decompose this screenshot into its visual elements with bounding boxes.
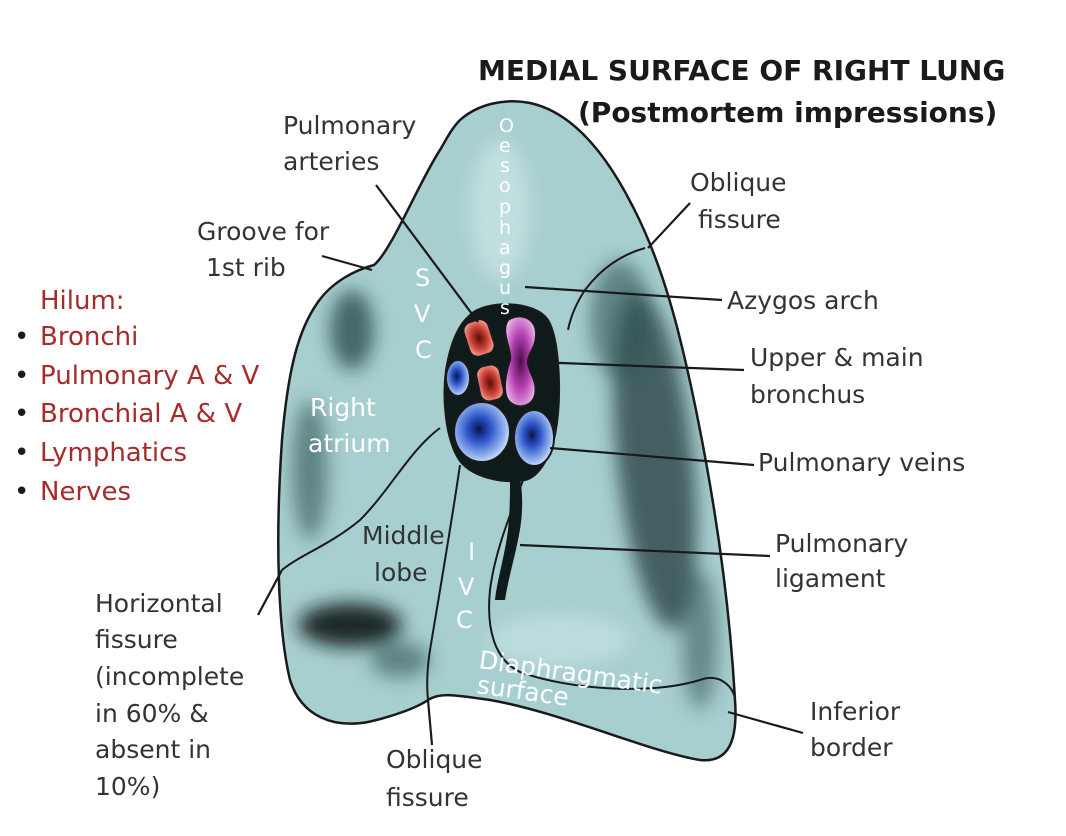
leader-lines — [257, 184, 804, 746]
label-line: ligament — [775, 564, 886, 593]
leader-veins — [549, 446, 755, 467]
bullet-icon: • — [14, 477, 29, 507]
leader-inferior — [727, 710, 804, 735]
letter: C — [415, 336, 432, 364]
pulmonary-artery-1 — [462, 318, 496, 358]
hilum-list: Hilum: • Bronchi • Pulmonary A & V • Bro… — [14, 286, 260, 507]
label-pulmonary-ligament: Pulmonary ligament — [775, 529, 909, 593]
letter: C — [456, 606, 473, 634]
leader-azygos — [524, 285, 723, 302]
bullet-icon: • — [14, 399, 29, 429]
hilum-item: • Nerves — [14, 477, 131, 507]
label-line: border — [810, 733, 893, 762]
letter: I — [468, 538, 475, 566]
bullet-icon: • — [14, 322, 29, 352]
label-line: Groove for — [197, 217, 330, 246]
title-line-2: (Postmortem impressions) — [578, 96, 997, 129]
bullet-icon: • — [14, 361, 29, 391]
leader-horizontal — [257, 569, 283, 616]
label-line: atrium — [308, 429, 391, 458]
hilum-item: • Bronchial A & V — [14, 399, 242, 429]
hilum-item: • Bronchi — [14, 322, 138, 352]
label-svc: S V C — [414, 264, 432, 364]
label-line: 1st rib — [206, 253, 286, 282]
letter: g — [499, 257, 511, 279]
label-line: Horizontal — [95, 589, 223, 618]
letter: s — [500, 297, 510, 319]
label-line: fissure — [95, 625, 178, 654]
leader-groove-rib — [321, 254, 373, 272]
hilum-heading: Hilum: — [40, 286, 125, 316]
label-oblique-fissure-top: Oblique fissure — [690, 168, 787, 234]
label-line: Oblique — [690, 168, 787, 197]
label-line: 10%) — [95, 772, 160, 801]
letter: V — [414, 300, 431, 328]
pulmonary-vein-1 — [445, 359, 471, 397]
pulmonary-vein-3 — [513, 409, 555, 467]
label-line: Upper & main — [750, 343, 924, 372]
label-inferior-border: Inferior border — [810, 697, 901, 762]
hilum-item: • Pulmonary A & V — [14, 361, 260, 391]
label-line: Inferior — [810, 697, 901, 726]
letter: e — [499, 135, 511, 157]
pulmonary-ligament — [495, 478, 523, 600]
label-line: in 60% & — [95, 699, 209, 728]
label-ivc: I V C — [456, 538, 475, 634]
label-line: absent in — [95, 735, 211, 764]
letter: o — [499, 175, 511, 197]
label-oblique-fissure-bottom: Oblique fissure — [386, 745, 483, 812]
letter: O — [499, 115, 514, 137]
leader-pulmonary-arteries — [375, 184, 479, 323]
hilum-item-label: Pulmonary A & V — [40, 361, 260, 391]
letter: s — [500, 155, 510, 177]
label-line: arteries — [283, 147, 379, 176]
label-groove-first-rib: Groove for 1st rib — [197, 217, 330, 282]
letter: V — [458, 573, 475, 601]
label-oesophagus: O e s o p h a g u s — [499, 115, 514, 319]
label-upper-main-bronchus: Upper & main bronchus — [750, 343, 924, 409]
hilum-item-label: Nerves — [40, 477, 131, 507]
hilum-item: • Lymphatics — [14, 438, 187, 468]
label-right-atrium: Right atrium — [308, 393, 391, 458]
label-line: fissure — [386, 783, 469, 812]
bullet-icon: • — [14, 438, 29, 468]
pulmonary-artery-2 — [475, 363, 505, 403]
label-horizontal-fissure: Horizontal fissure (incomplete in 60% & … — [95, 589, 244, 801]
letter: h — [499, 217, 511, 239]
hilum-item-label: Bronchi — [40, 322, 138, 352]
letter: p — [499, 196, 511, 218]
label-line: Right — [310, 393, 376, 422]
label-line: (incomplete — [95, 662, 244, 691]
hilum-item-label: Bronchial A & V — [40, 399, 242, 429]
leader-oblique-bottom — [426, 699, 434, 746]
title-line-1: MEDIAL SURFACE OF RIGHT LUNG — [478, 54, 1005, 87]
leader-ligament — [519, 543, 771, 558]
label-azygos-arch: Azygos arch — [727, 286, 879, 315]
hilum-item-label: Lymphatics — [40, 438, 187, 468]
pulmonary-vein-2 — [453, 401, 511, 463]
leader-oblique-top — [647, 202, 691, 249]
label-line: bronchus — [750, 380, 865, 409]
main-bronchus — [503, 315, 538, 408]
label-line: Middle — [362, 521, 445, 550]
letter: S — [415, 264, 430, 292]
label-line: lobe — [374, 558, 428, 587]
leader-bronchus — [534, 360, 745, 372]
label-line: Oblique — [386, 745, 483, 774]
letter: u — [499, 277, 511, 299]
letter: a — [499, 237, 511, 259]
label-line: Pulmonary — [283, 111, 417, 140]
label-pulmonary-arteries: Pulmonary arteries — [283, 111, 417, 176]
label-line: fissure — [698, 205, 781, 234]
label-line: Pulmonary — [775, 529, 909, 558]
label-pulmonary-veins: Pulmonary veins — [758, 448, 965, 477]
label-middle-lobe: Middle lobe — [362, 521, 445, 587]
hilum-region — [443, 303, 561, 600]
